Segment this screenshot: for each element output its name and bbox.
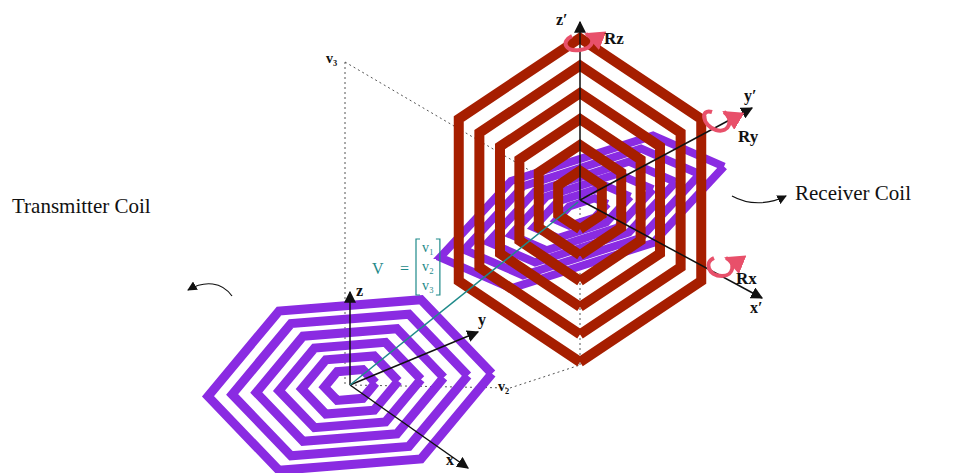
matrix-bracket (436, 239, 440, 295)
leader-lines (188, 196, 786, 296)
vector-component: v₃ (420, 278, 436, 294)
axis-label: y′ (744, 88, 757, 104)
axis-label: x′ (750, 300, 763, 316)
receiver-coil (440, 38, 724, 362)
receiver-axes (580, 22, 762, 298)
coil-label: Transmitter Coil (12, 196, 151, 217)
translation-vector (350, 202, 578, 385)
projection-label: v₃ (326, 52, 337, 66)
projection-label: v₂ (498, 380, 509, 394)
axis-label: z′ (556, 12, 568, 28)
transmitter-axes (350, 292, 478, 468)
axis-label: x (446, 452, 454, 468)
rotation-arrows (566, 34, 733, 276)
rotation-label: Rx (736, 270, 757, 287)
vector-component: v₂ (420, 259, 436, 275)
vector-label: V⃗ = (370, 260, 411, 278)
rotation-label: Ry (738, 128, 758, 145)
vector-component: v₁ (420, 240, 436, 256)
rotation-label: Rz (604, 30, 624, 47)
coil-label: Receiver Coil (795, 183, 911, 204)
axis-label: y (478, 312, 486, 328)
axis-label: z (356, 283, 363, 299)
